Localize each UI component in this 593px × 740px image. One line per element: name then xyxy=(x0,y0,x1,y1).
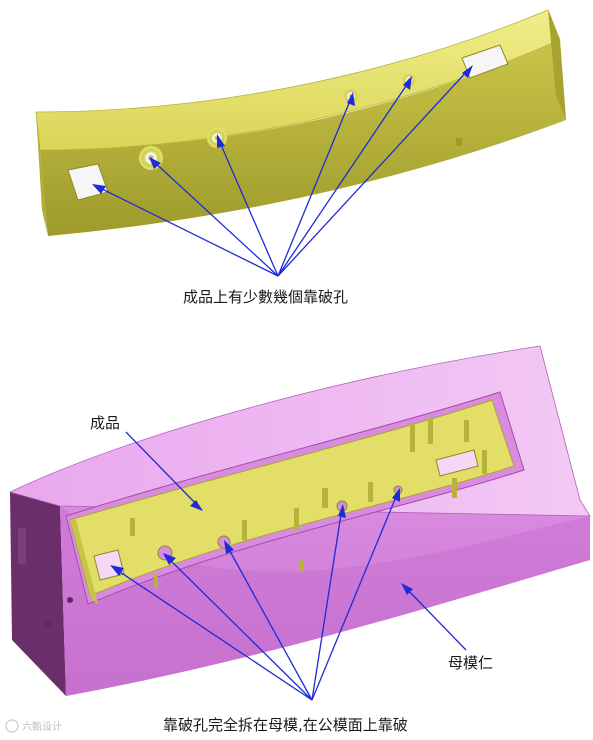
mold-label-arrow xyxy=(403,585,467,651)
part-inner-surface xyxy=(69,399,515,597)
boss-8 xyxy=(464,420,469,442)
part-inner-wall xyxy=(70,520,98,604)
top-arrowhead-2 xyxy=(149,157,161,169)
part-right-end xyxy=(548,10,566,120)
part-label: 成品 xyxy=(90,414,120,432)
part-left-end xyxy=(36,112,48,236)
boss-6 xyxy=(410,424,415,452)
bottom-arrows xyxy=(110,431,467,701)
boss-2 xyxy=(242,520,247,540)
bottom-arrowhead-1 xyxy=(110,565,124,576)
top-arrowhead-4 xyxy=(347,92,355,106)
mold-engraving xyxy=(18,528,26,564)
top-arrow-1 xyxy=(95,185,279,277)
mold-left-face xyxy=(10,492,66,696)
boss-12 xyxy=(300,560,304,572)
bottom-arrow-1 xyxy=(113,567,313,701)
mold-label-arrowhead xyxy=(401,583,413,595)
bottom-arrow-2 xyxy=(165,555,313,701)
bottom-arrowhead-2 xyxy=(163,553,176,565)
top-arrow-2 xyxy=(151,159,279,277)
bottom-right-rect-hole xyxy=(435,449,479,477)
bottom-arrowhead-5 xyxy=(392,488,400,502)
bottom-arrowhead-4 xyxy=(338,504,346,518)
part-label-arrow xyxy=(125,431,201,509)
watermark-logo-icon xyxy=(5,719,19,733)
boss-7 xyxy=(428,418,433,444)
top-arrowhead-3 xyxy=(217,134,225,148)
mold-screw-hole-1 xyxy=(67,597,73,603)
part-label-arrowhead xyxy=(190,500,203,511)
top-arrows xyxy=(92,65,473,277)
top-caption: 成品上有少數幾個靠破孔 xyxy=(183,288,348,306)
bottom-arrow-4 xyxy=(311,507,343,701)
boss-4 xyxy=(322,488,328,508)
boss-10 xyxy=(452,478,457,498)
watermark-text: 六甄设计 xyxy=(22,720,62,733)
top-arrow-3 xyxy=(217,137,279,277)
top-arrow-6 xyxy=(277,67,471,277)
top-arrow-4 xyxy=(277,95,353,277)
top-arrow-5 xyxy=(277,79,411,277)
bottom-left-rect-hole xyxy=(93,549,125,581)
boss-5 xyxy=(368,482,373,502)
edge-peg xyxy=(456,138,462,146)
bottom-arrowhead-3 xyxy=(224,540,234,554)
top-arrowhead-1 xyxy=(92,184,106,194)
bottom-arrow-3 xyxy=(225,543,313,701)
mold-screw-hole-2 xyxy=(45,621,51,627)
top-part-illustration xyxy=(35,9,566,236)
top-arrowhead-5 xyxy=(403,76,412,90)
top-arrowhead-6 xyxy=(462,65,473,78)
part-front-edge xyxy=(40,40,566,236)
boss-9 xyxy=(482,450,487,474)
mold-front-bevel xyxy=(60,506,590,696)
boss-3 xyxy=(294,508,299,530)
bottom-part-in-cavity xyxy=(69,399,515,604)
bottom-caption: 靠破孔完全拆在母模,在公模面上靠破 xyxy=(163,716,408,734)
boss-11 xyxy=(154,574,158,588)
mold-insert-label: 母模仁 xyxy=(448,654,493,672)
bottom-arrow-5 xyxy=(311,491,399,701)
watermark: 六甄设计 xyxy=(5,719,62,733)
boss-1 xyxy=(130,518,135,536)
